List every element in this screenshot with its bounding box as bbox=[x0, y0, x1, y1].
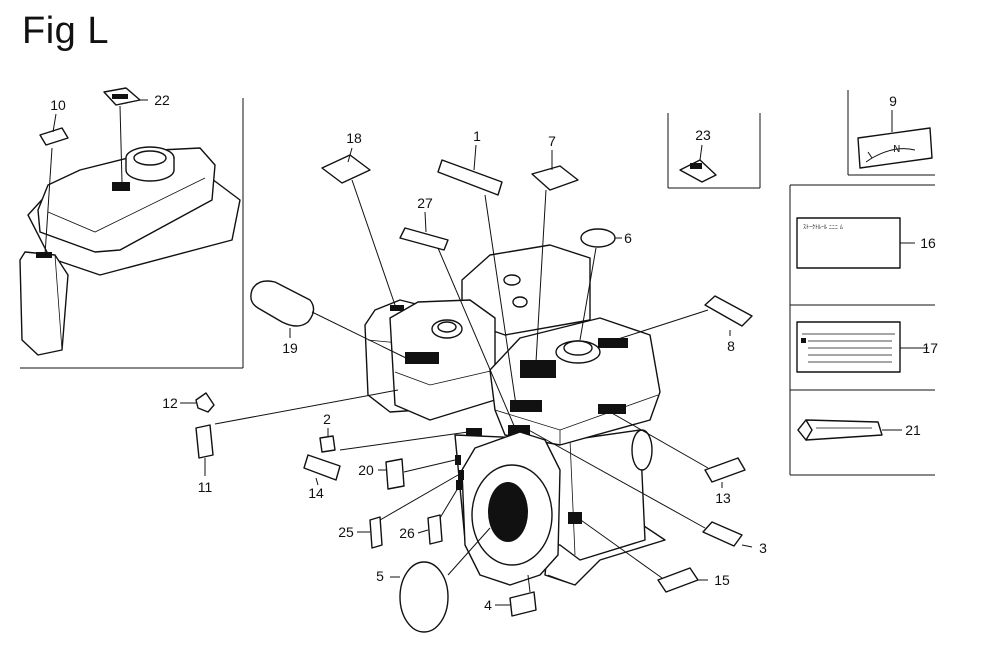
callout-21: 21 bbox=[905, 422, 921, 438]
leader-lines bbox=[44, 99, 928, 606]
callout-1: 1 bbox=[473, 128, 481, 144]
callout-labels: 1 2 3 4 5 6 7 8 9 10 11 12 13 14 15 16 1… bbox=[50, 92, 938, 613]
callout-14: 14 bbox=[308, 485, 324, 501]
callout-22: 22 bbox=[154, 92, 170, 108]
inset-part-23 bbox=[667, 113, 761, 189]
part-shapes: N ｽﾄｰｸﾄﾙｰﾙ ﾆﾆﾆ ﾑ bbox=[39, 87, 933, 633]
callout-16: 16 bbox=[920, 235, 936, 251]
callout-13: 13 bbox=[715, 490, 731, 506]
engine-assembly-drawing bbox=[364, 244, 666, 586]
callout-23: 23 bbox=[695, 127, 711, 143]
callout-2: 2 bbox=[323, 411, 331, 427]
callout-6: 6 bbox=[624, 230, 632, 246]
callout-17: 17 bbox=[922, 340, 938, 356]
callout-19: 19 bbox=[282, 340, 298, 356]
callout-11: 11 bbox=[198, 479, 213, 495]
callout-12: 12 bbox=[162, 395, 178, 411]
callout-4: 4 bbox=[484, 597, 492, 613]
inset-fuel-tank bbox=[20, 98, 244, 369]
callout-26: 26 bbox=[399, 525, 415, 541]
callout-8: 8 bbox=[727, 338, 735, 354]
fuel-tank-inset-drawing bbox=[19, 146, 241, 356]
part-9-glyph: N bbox=[893, 144, 900, 155]
callout-7: 7 bbox=[548, 133, 556, 149]
callout-25: 25 bbox=[338, 524, 354, 540]
part-16-text: ｽﾄｰｸﾄﾙｰﾙ ﾆﾆﾆ ﾑ bbox=[803, 224, 843, 231]
callout-20: 20 bbox=[358, 462, 374, 478]
callout-18: 18 bbox=[346, 130, 362, 146]
figure-title: Fig L bbox=[22, 10, 109, 52]
callout-15: 15 bbox=[714, 572, 730, 588]
callout-10: 10 bbox=[50, 97, 66, 113]
callout-5: 5 bbox=[376, 568, 384, 584]
callout-27: 27 bbox=[417, 195, 433, 211]
inset-label-panels bbox=[789, 90, 935, 476]
callout-3: 3 bbox=[759, 540, 767, 556]
callout-9: 9 bbox=[889, 93, 897, 109]
